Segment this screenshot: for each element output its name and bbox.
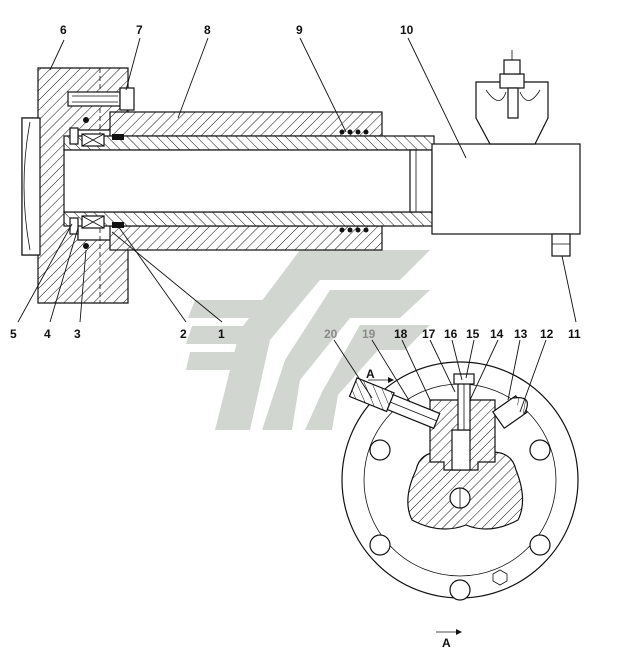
callout-20: 20	[324, 327, 338, 341]
callout-8: 8	[204, 23, 211, 37]
valve-screw	[453, 373, 475, 431]
callout-12: 12	[540, 327, 554, 341]
right-fitting	[491, 394, 529, 430]
callout-10: 10	[400, 23, 414, 37]
section-label-upper: A	[366, 367, 375, 381]
callout-17: 17	[422, 327, 436, 341]
callout-18: 18	[394, 327, 408, 341]
bolt	[67, 87, 135, 111]
callout-5: 5	[10, 327, 17, 341]
tube-collar	[409, 149, 433, 213]
callout-13: 13	[514, 327, 528, 341]
callout-15: 15	[466, 327, 480, 341]
head-block	[431, 143, 581, 235]
section-label-lower: A	[442, 636, 451, 650]
callout-3: 3	[74, 327, 81, 341]
bracket-nut	[499, 50, 525, 119]
bolt-holes	[369, 439, 551, 601]
callout-6: 6	[60, 23, 67, 37]
cylinder-assembly	[21, 50, 581, 304]
callout-2: 2	[180, 327, 187, 341]
callout-labels: 6 7 8 9 10 5 4 3 2 1 11 20 19 18 17 16 1…	[10, 23, 581, 650]
callout-19: 19	[362, 327, 376, 341]
callout-1: 1	[218, 327, 225, 341]
callout-11: 11	[568, 327, 581, 341]
callout-7: 7	[136, 23, 143, 37]
tube-bore	[63, 149, 415, 213]
callout-4: 4	[44, 327, 51, 341]
callout-14: 14	[490, 327, 504, 341]
section-marker-upper	[368, 377, 394, 383]
pin	[551, 233, 571, 257]
angled-fitting	[348, 377, 441, 430]
callout-16: 16	[444, 327, 458, 341]
leader-lines	[17, 37, 577, 413]
section-marker-lower	[436, 629, 462, 635]
section-view	[341, 361, 579, 635]
flange-end-plate	[21, 117, 41, 256]
seals	[69, 117, 369, 249]
callout-9: 9	[296, 23, 303, 37]
